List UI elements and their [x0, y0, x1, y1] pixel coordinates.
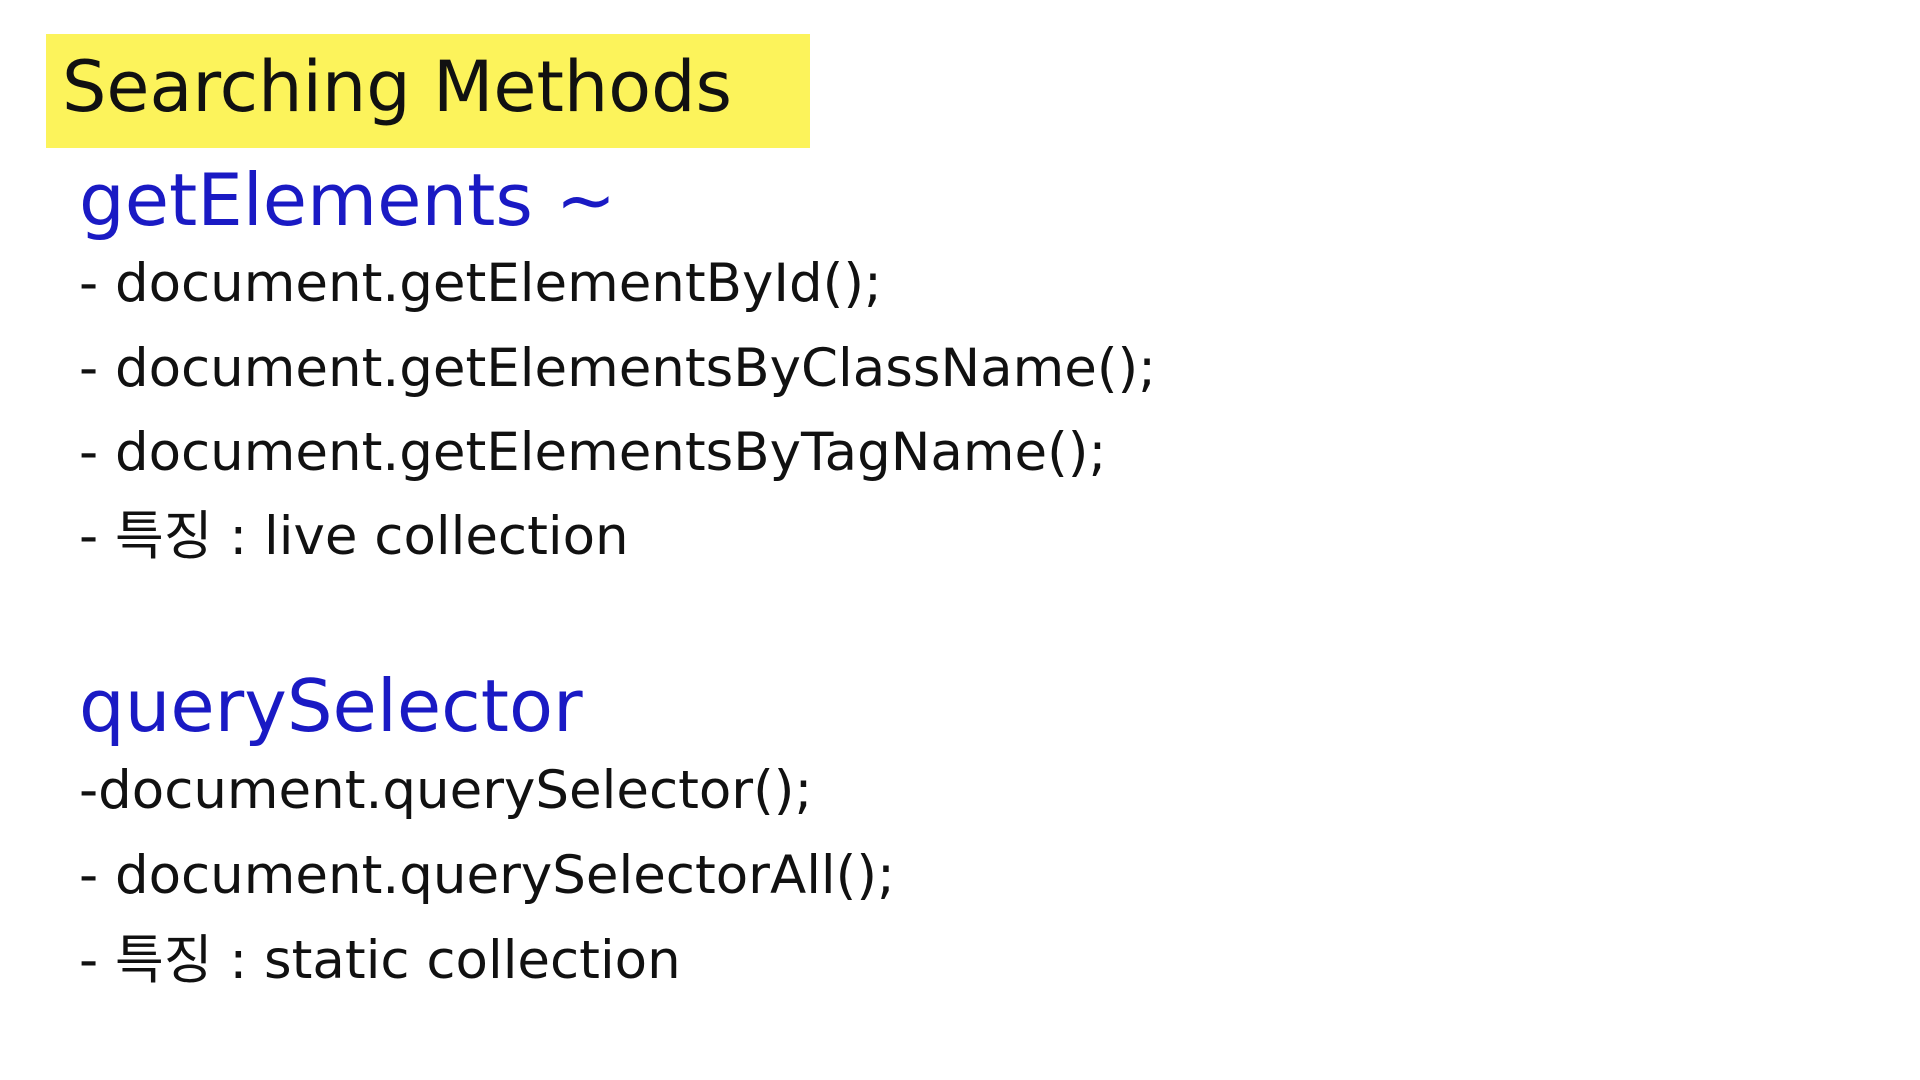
feature-line: - 특징 : static collection	[79, 930, 681, 991]
method-line: -document.querySelector();	[79, 760, 813, 821]
method-line: - document.getElementById();	[79, 253, 882, 314]
section-heading-queryselector: querySelector	[79, 664, 583, 748]
feature-line: - 특징 : live collection	[79, 506, 629, 567]
slide-title: Searching Methods	[62, 46, 732, 128]
method-line: - document.getElementsByTagName();	[79, 422, 1107, 483]
title-highlight-box: Searching Methods	[46, 34, 810, 148]
method-line: - document.getElementsByClassName();	[79, 338, 1157, 399]
method-line: - document.querySelectorAll();	[79, 845, 895, 906]
section-heading-getelements: getElements ~	[79, 158, 617, 242]
